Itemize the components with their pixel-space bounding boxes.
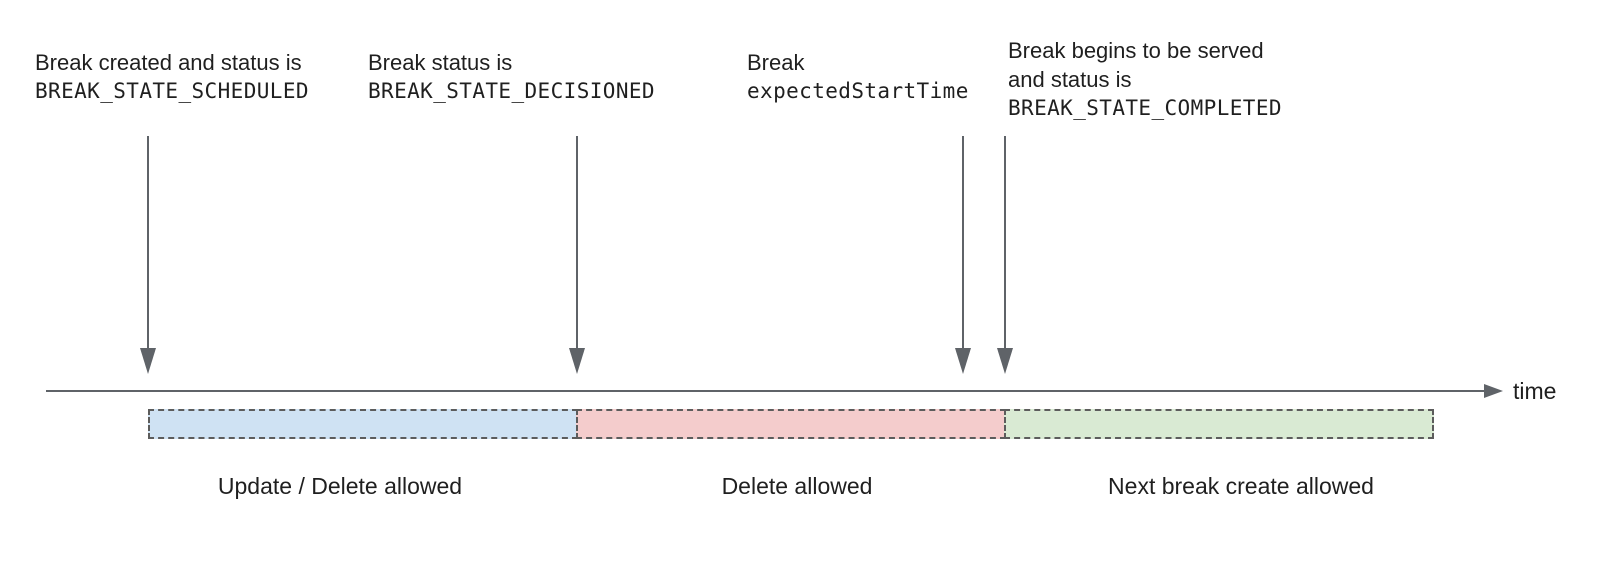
event-text: Break created and status is [35, 50, 302, 75]
arrow-stem [962, 136, 964, 348]
event-label-break-decisioned: Break status is BREAK_STATE_DECISIONED [368, 48, 655, 106]
event-label-break-created: Break created and status is BREAK_STATE_… [35, 48, 309, 106]
arrow-head [140, 348, 156, 374]
segment-label-update-delete: Update / Delete allowed [217, 473, 463, 499]
event-text: and status is [1008, 67, 1132, 92]
arrow-stem [147, 136, 149, 348]
arrow-head [569, 348, 585, 374]
event-text: Break begins to be served [1008, 38, 1264, 63]
down-arrow-icon [140, 136, 156, 374]
segment-label-next-break: Next break create allowed [1108, 473, 1374, 499]
arrow-head [997, 348, 1013, 374]
event-label-expected-start-time: Break expectedStartTime [747, 48, 969, 106]
down-arrow-icon [569, 136, 585, 374]
event-text: Break [747, 50, 805, 75]
segment-delete-allowed [576, 409, 1006, 439]
down-arrow-icon [955, 136, 971, 374]
down-arrow-icon [997, 136, 1013, 374]
event-state-code: expectedStartTime [747, 79, 969, 103]
event-text: Break status is [368, 50, 513, 75]
segment-next-break-create-allowed [1004, 409, 1434, 439]
time-axis-arrowhead-icon [1484, 384, 1503, 398]
event-label-break-completed: Break begins to be served and status is … [1008, 36, 1282, 123]
segment-update-delete-allowed [148, 409, 578, 439]
segment-label-delete: Delete allowed [721, 473, 873, 499]
event-state-code: BREAK_STATE_SCHEDULED [35, 79, 309, 103]
time-axis-line [46, 390, 1484, 392]
arrow-stem [1004, 136, 1006, 348]
arrow-head [955, 348, 971, 374]
time-axis-label: time [1513, 378, 1557, 404]
event-state-code: BREAK_STATE_DECISIONED [368, 79, 655, 103]
event-state-code: BREAK_STATE_COMPLETED [1008, 96, 1282, 120]
arrow-stem [576, 136, 578, 348]
